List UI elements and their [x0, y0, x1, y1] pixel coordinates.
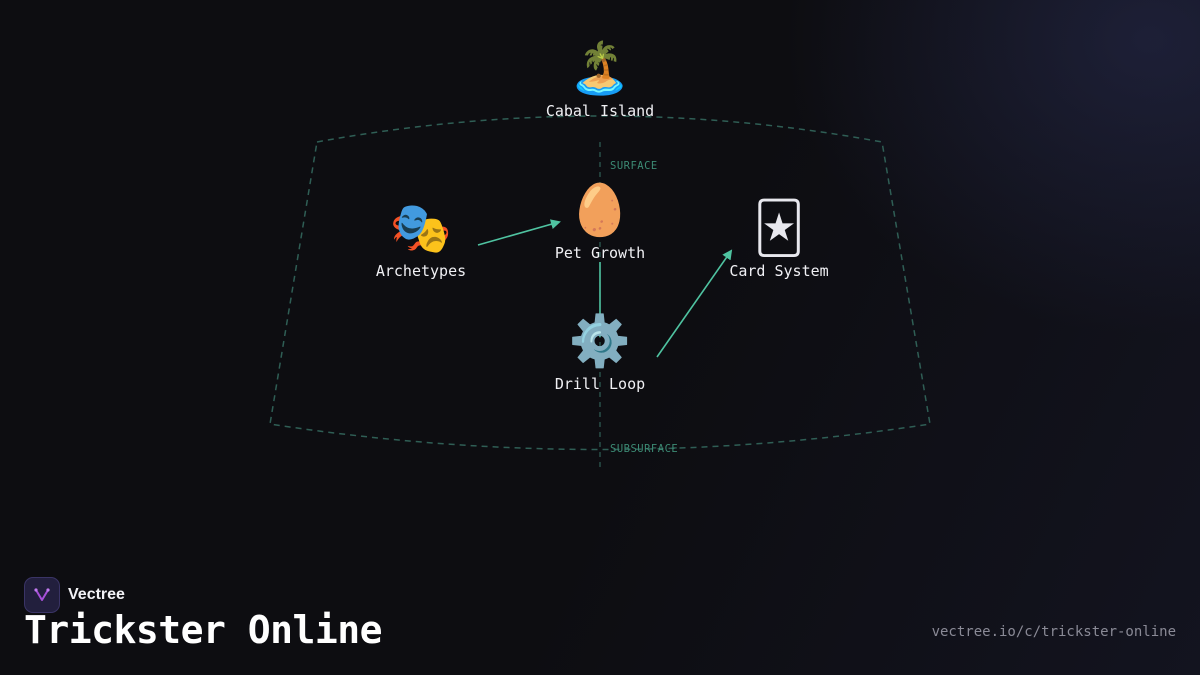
surface-layer-label: SURFACE [610, 160, 658, 172]
egg-icon: 🥚 [568, 181, 632, 239]
node-card-system[interactable]: 🃏 Card System [699, 200, 859, 280]
node-archetypes[interactable]: 🎭 Archetypes [341, 200, 501, 280]
node-cabal-island[interactable]: 🏝️ Cabal Island [520, 40, 680, 120]
brand-name: Vectree [68, 586, 125, 603]
theater-masks-icon: 🎭 [389, 199, 453, 257]
edge-archetypes-to-pet-growth [477, 219, 561, 246]
node-pet-growth[interactable]: 🥚 Pet Growth [520, 182, 680, 262]
node-label: Drill Loop [554, 375, 646, 393]
page-url[interactable]: vectree.io/c/trickster-online [931, 624, 1176, 640]
brand[interactable]: Vectree [24, 577, 125, 613]
node-label: Cabal Island [545, 102, 655, 120]
joker-card-icon: 🃏 [753, 199, 805, 257]
subsurface-layer-label: SUBSURFACE [610, 443, 679, 455]
vectree-logo-icon [24, 577, 60, 613]
gear-icon: ⚙️ [568, 312, 632, 370]
node-drill-loop[interactable]: ⚙️ Drill Loop [520, 313, 680, 393]
node-label: Pet Growth [554, 244, 646, 262]
node-label: Archetypes [375, 262, 467, 280]
node-label: Card System [729, 262, 829, 280]
page-title: Trickster Online [24, 608, 383, 652]
edge-drill-loop-to-card-system [656, 249, 733, 358]
island-icon: 🏝️ [568, 39, 632, 97]
